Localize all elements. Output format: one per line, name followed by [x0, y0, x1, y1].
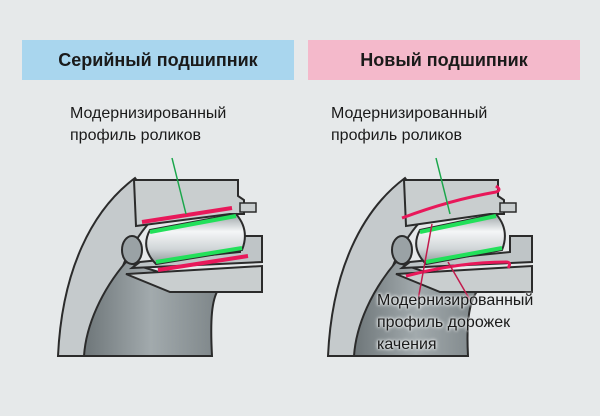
left-roller-profile-callout: Модернизированный профиль роликов	[70, 103, 226, 147]
right-raceway-curve-bottom	[405, 260, 512, 278]
right-roller-profile-green	[419, 214, 503, 264]
left-callout-line1: Модернизированный	[70, 105, 227, 122]
left-callout-leader	[171, 157, 187, 215]
right-inner-ring-body	[395, 264, 533, 293]
right-raceway-profile-callout: Модернизированный профиль дорожек качени…	[377, 290, 533, 356]
right-cage-tab	[499, 202, 517, 213]
right-callout-top-line1: Модернизированный	[331, 105, 488, 122]
right-roller-end	[391, 235, 413, 265]
right-callout-bottom-line2: профиль дорожек	[377, 314, 511, 331]
left-raceway-line-top	[141, 206, 233, 224]
right-callout-top-line2: профиль роликов	[331, 127, 462, 144]
right-callout-bottom-line3: качения	[377, 336, 437, 353]
left-callout-line2: профиль роликов	[70, 127, 201, 144]
right-callout-bottom-line1: Модернизированный	[377, 292, 534, 309]
right-callout-top-leader	[435, 157, 451, 215]
left-roller-profile-green	[149, 214, 243, 264]
standard-bearing-title: Серийный подшипник	[22, 40, 294, 80]
right-callout-bottom-leader-2	[447, 261, 471, 301]
right-roller-profile-callout: Модернизированный профиль роликов	[331, 103, 487, 147]
left-inner-ring-body	[125, 264, 263, 293]
left-roller-end	[121, 235, 143, 265]
right-raceway-curve-top	[401, 184, 501, 220]
left-bearing	[56, 157, 263, 357]
left-raceway-line-bottom	[157, 254, 249, 272]
right-callout-bottom-leader-1	[417, 223, 433, 301]
new-bearing-title: Новый подшипник	[308, 40, 580, 80]
right-bearing	[326, 157, 533, 357]
left-cage-tab	[239, 202, 257, 213]
